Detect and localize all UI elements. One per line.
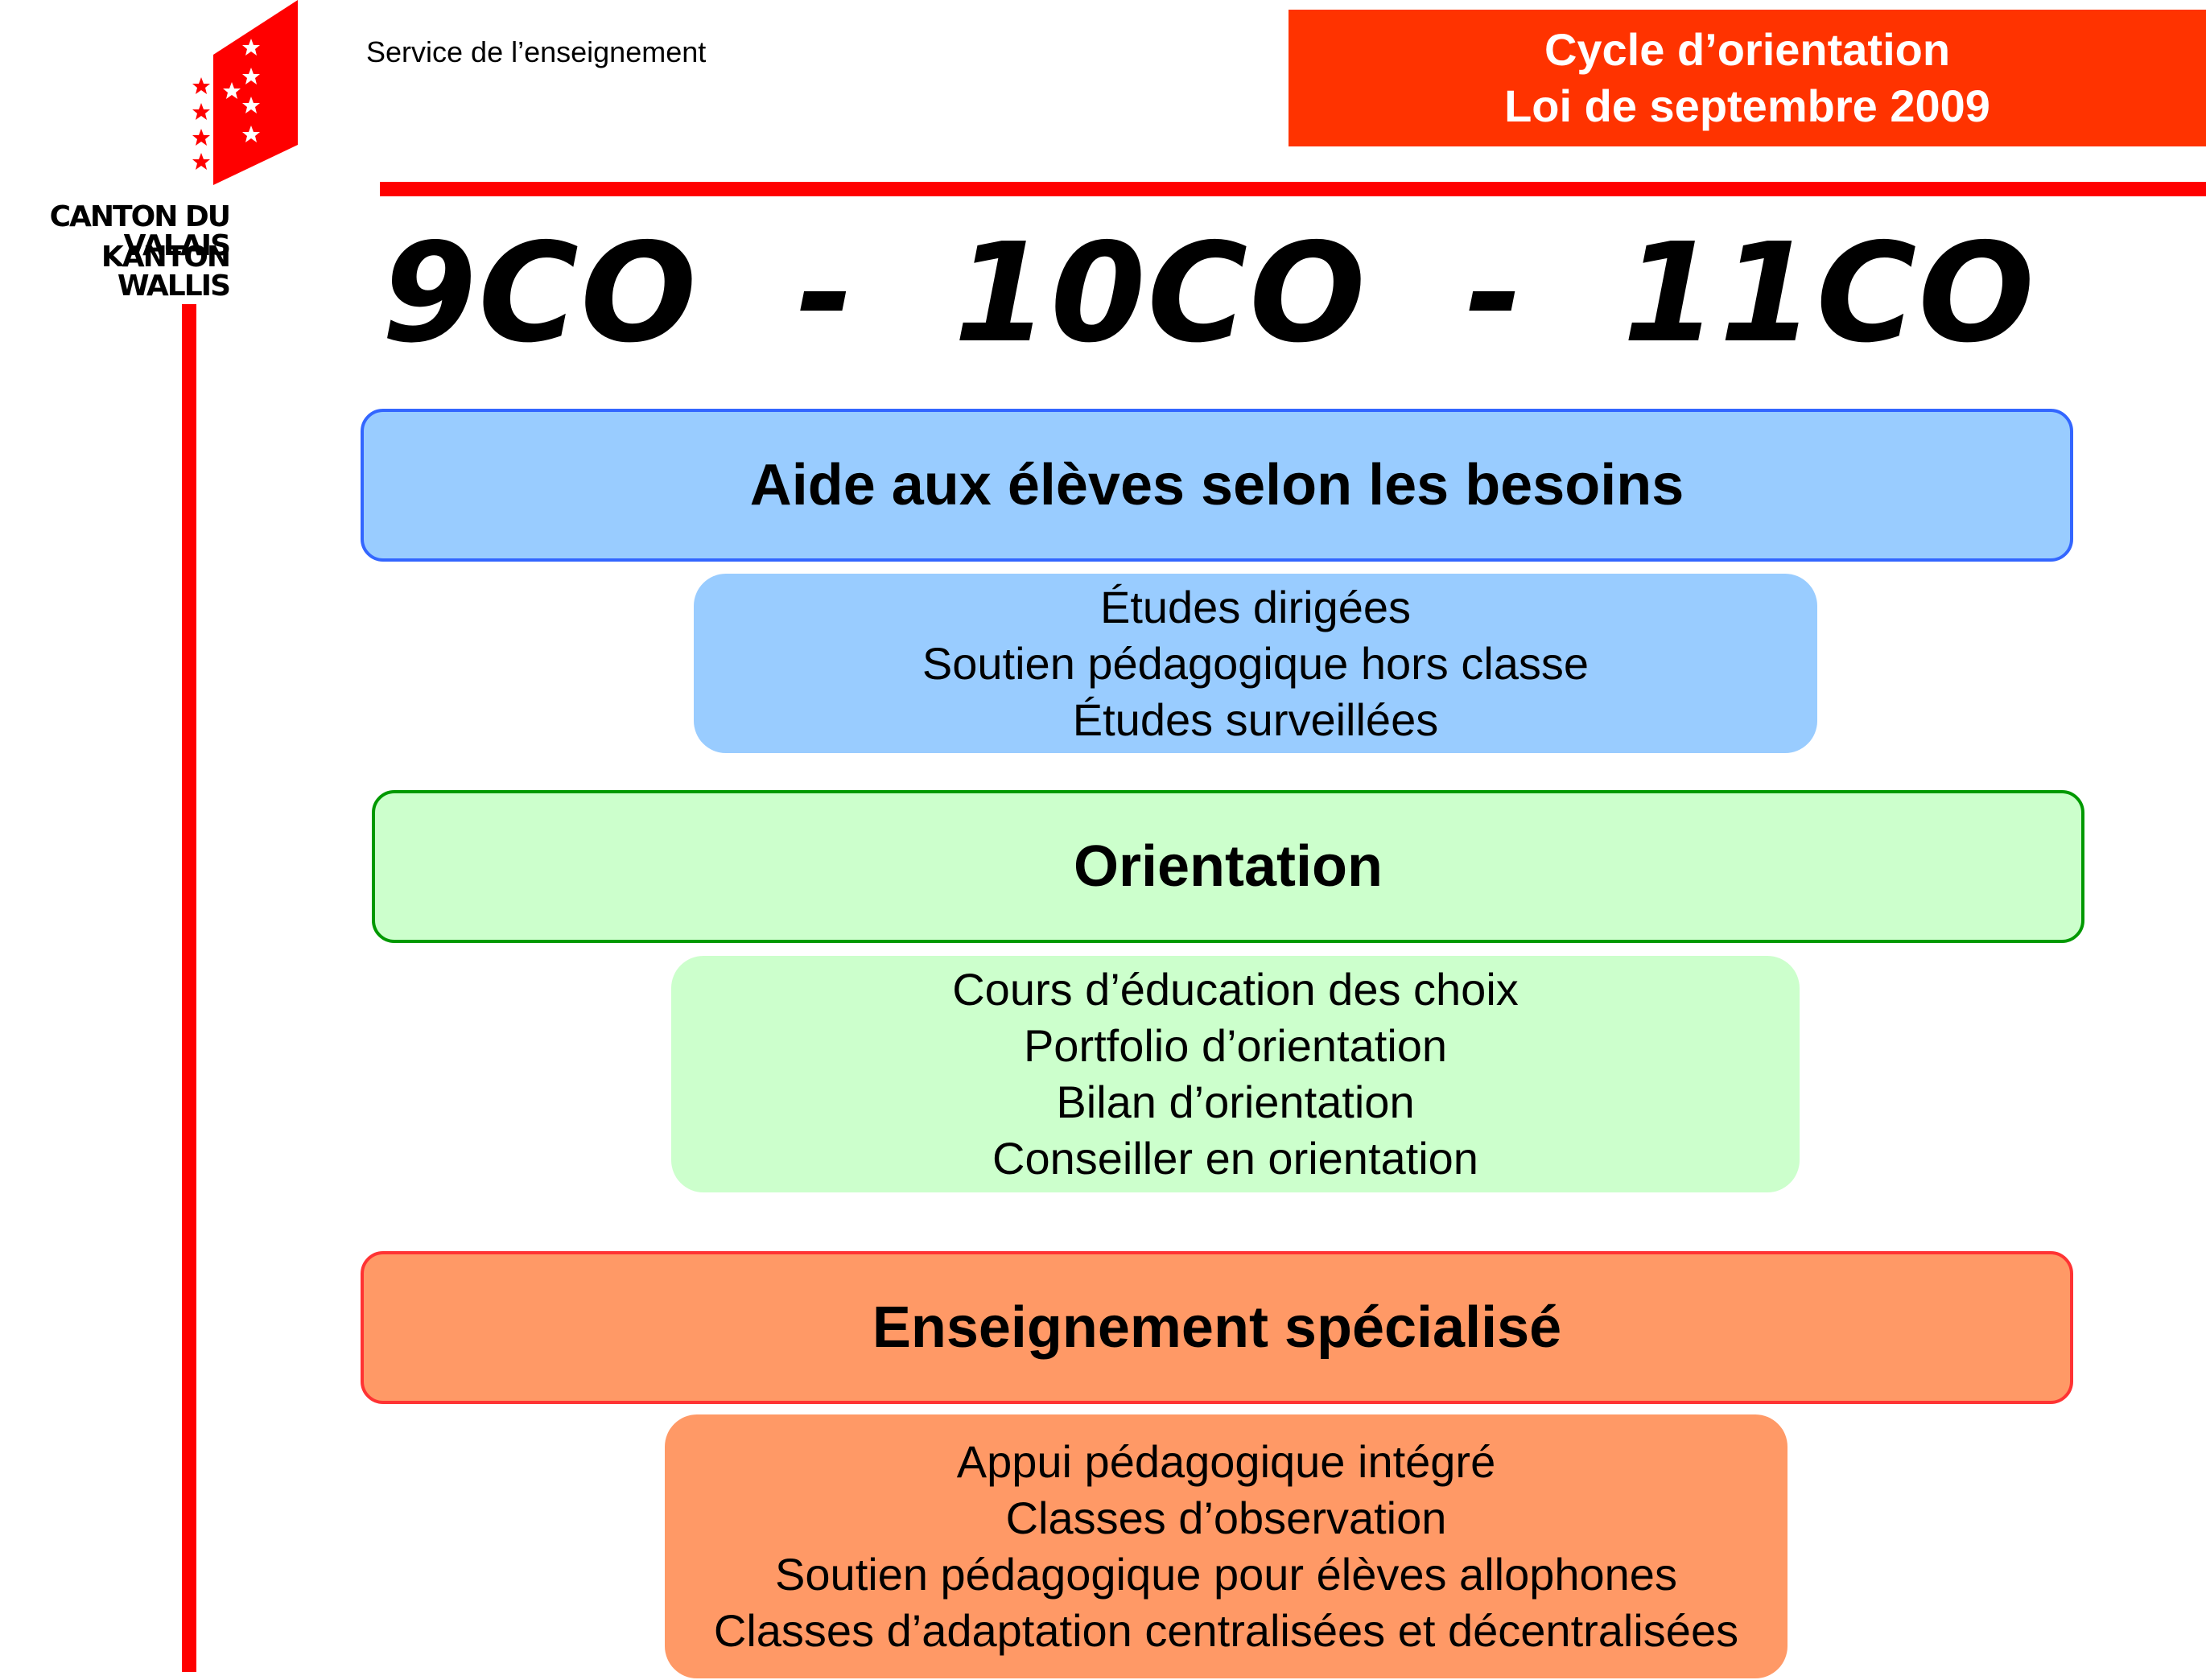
header-title-line1: Cycle d’orientation bbox=[1544, 24, 1951, 75]
flag-red-half bbox=[213, 0, 298, 185]
logo-text-de: KANTON WALLIS bbox=[101, 241, 231, 303]
list-item: Bilan d’orientation bbox=[1056, 1077, 1415, 1127]
list-item: Cours d’éducation des choix bbox=[952, 964, 1519, 1015]
vertical-red-rule bbox=[182, 304, 196, 1672]
list-item: Conseiller en orientation bbox=[992, 1133, 1478, 1184]
list-item: Classes d’observation bbox=[1005, 1493, 1447, 1543]
section-orientation-heading: Orientation bbox=[372, 790, 2084, 943]
list-item: Études dirigées bbox=[1099, 581, 1411, 632]
section-specialise-heading: Enseignement spécialisé bbox=[361, 1251, 2073, 1404]
section-aide-heading: Aide aux élèves selon les besoins bbox=[361, 409, 2073, 562]
header-title-box: Cycle d’orientation Loi de septembre 200… bbox=[1289, 10, 2206, 146]
list-item: Soutien pédagogique pour élèves allophon… bbox=[775, 1549, 1677, 1600]
section-orientation-items: Cours d’éducation des choix Portfolio d’… bbox=[671, 956, 1800, 1192]
list-item: Soutien pédagogique hors classe bbox=[922, 637, 1590, 689]
horizontal-red-rule bbox=[380, 182, 2206, 196]
list-item: Portfolio d’orientation bbox=[1023, 1020, 1448, 1071]
logo-text-fr: CANTON DU VALAIS bbox=[49, 200, 231, 262]
list-item: Études surveillées bbox=[1072, 694, 1439, 745]
canton-valais-flag-logo bbox=[192, 0, 298, 185]
stars-white bbox=[223, 39, 260, 142]
section-aide-items: Études dirigées Soutien pédagogique hors… bbox=[694, 574, 1817, 753]
service-label: Service de l’enseignement bbox=[366, 35, 707, 68]
section-specialise-items: Appui pédagogique intégré Classes d’obse… bbox=[665, 1414, 1787, 1678]
list-item: Appui pédagogique intégré bbox=[956, 1436, 1496, 1487]
list-item: Classes d’adaptation centralisées et déc… bbox=[713, 1605, 1739, 1656]
main-title: 9CO - 10CO - 11CO bbox=[381, 214, 2036, 373]
stars-red bbox=[192, 77, 210, 170]
header-title-line2: Loi de septembre 2009 bbox=[1504, 80, 1990, 131]
